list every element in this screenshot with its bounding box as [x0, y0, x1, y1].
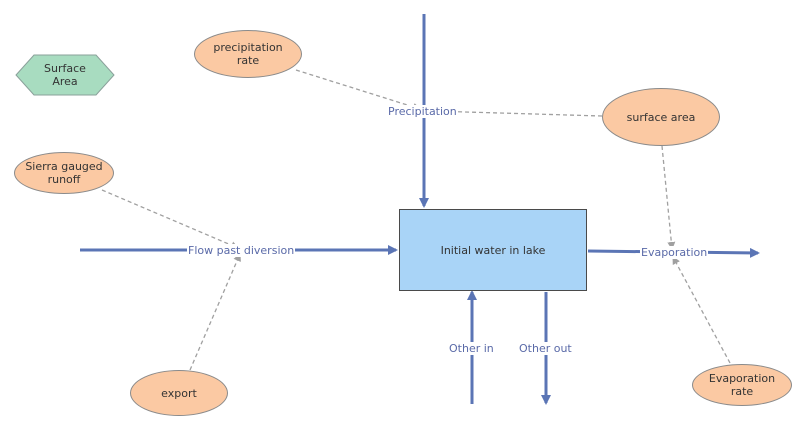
- flow-past-diversion-label: Flow past diversion: [187, 244, 296, 257]
- connector-export-to-flow: [189, 253, 241, 371]
- ghost-line-1: Surface: [44, 62, 86, 75]
- connector-evaporation-rate-to-evaporation: [672, 256, 731, 364]
- export-label: export: [161, 386, 197, 400]
- evaporation-rate-converter[interactable]: Evaporation rate: [692, 364, 792, 406]
- surface-area-converter[interactable]: surface area: [602, 88, 720, 146]
- precipitation-rate-converter[interactable]: precipitation rate: [194, 30, 302, 78]
- initial-water-stock[interactable]: Initial water in lake: [399, 209, 587, 291]
- precipitation-flow-label: Precipitation: [387, 105, 458, 118]
- connector-precip-rate-to-precipitation: [295, 69, 421, 111]
- export-converter[interactable]: export: [130, 370, 228, 416]
- connector-sierra-runoff-to-flow: [101, 189, 239, 249]
- sierra-runoff-label-2: runoff: [47, 173, 81, 186]
- connector-surface-area-to-evaporation: [661, 145, 676, 250]
- surface-area-label: surface area: [626, 110, 696, 124]
- connector-surface-area-to-precipitation: [431, 107, 603, 117]
- evaporation-flow-label: Evaporation: [640, 246, 709, 259]
- precipitation-rate-label: precipitation rate: [213, 41, 283, 67]
- evaporation-rate-label: Evaporation rate: [708, 372, 776, 398]
- stock-label: Initial water in lake: [440, 243, 546, 257]
- ghost-line-2: Area: [52, 75, 78, 88]
- other-in-flow-label: Other in: [448, 342, 495, 355]
- other-out-flow-label: Other out: [518, 342, 573, 355]
- surface-area-ghost-hexagon[interactable]: [15, 54, 115, 96]
- sierra-runoff-label-1: Sierra gauged: [25, 160, 103, 173]
